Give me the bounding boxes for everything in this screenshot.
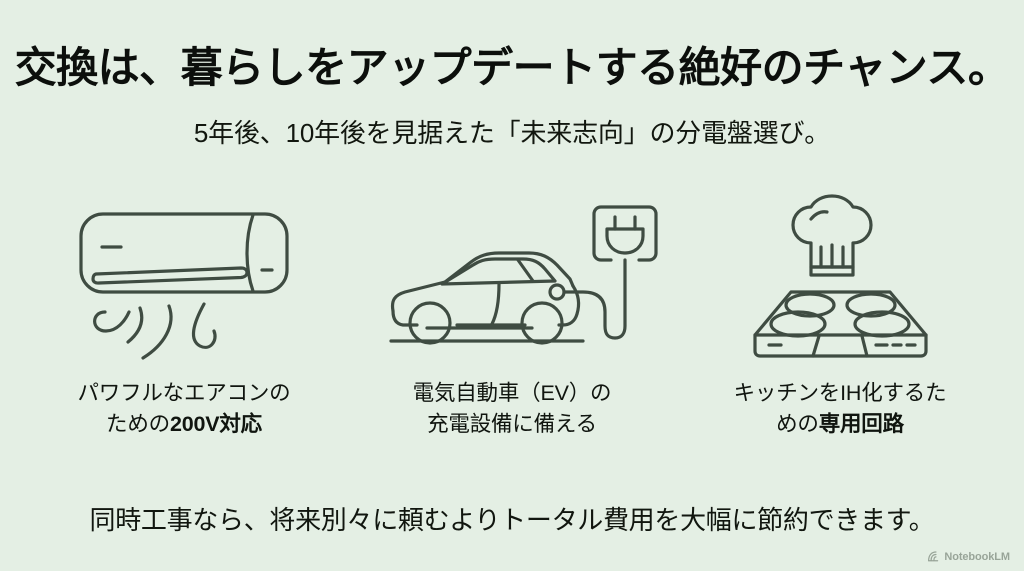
caption-line-2-normal: めの — [776, 411, 819, 436]
caption-line-1: パワフルなエアコンの — [77, 381, 291, 405]
footer-note: 同時工事なら、将来別々に頼むよりトータル費用を大幅に節約できます。 — [89, 505, 935, 535]
caption-line-2-strong: 200V対応 — [169, 411, 262, 436]
caption-line-2: ための200V対応 — [77, 409, 290, 440]
notebooklm-watermark-label: NotebookLM — [944, 550, 1010, 563]
caption-line-2: めの専用回路 — [734, 409, 947, 440]
caption-line-2-normal: ための — [106, 411, 170, 436]
notebooklm-logo-icon — [927, 550, 940, 563]
caption-line-1: キッチンをIH化するた — [733, 381, 947, 405]
caption-line-2-strong: 専用回路 — [818, 411, 904, 436]
feature-columns: パワフルなエアコンの ための200V対応 — [34, 192, 990, 462]
feature-column-induction-cooktop: キッチンをIH化するた めの専用回路 — [690, 192, 990, 439]
notebooklm-watermark: NotebookLM — [927, 550, 1010, 563]
caption-line-1: 電気自動車（EV）の — [412, 381, 612, 405]
page-subtitle: 5年後、10年後を見据えた「未来志向」の分電盤選び。 — [193, 118, 831, 148]
feature-caption-electric-vehicle: 電気自動車（EV）の 充電設備に備える — [413, 378, 612, 439]
induction-cooktop-icon — [710, 192, 970, 372]
electric-vehicle-charging-icon — [382, 192, 658, 372]
page-title: 交換は、暮らしをアップデートする絶好のチャンス。 — [14, 44, 1010, 91]
feature-caption-induction-cooktop: キッチンをIH化するた めの専用回路 — [734, 378, 947, 439]
feature-caption-air-conditioner: パワフルなエアコンの ための200V対応 — [77, 378, 290, 439]
feature-column-air-conditioner: パワフルなエアコンの ための200V対応 — [34, 192, 334, 439]
feature-column-electric-vehicle: 電気自動車（EV）の 充電設備に備える — [362, 192, 662, 439]
air-conditioner-icon — [54, 192, 314, 372]
caption-line-2: 充電設備に備える — [413, 409, 612, 440]
caption-line-2-normal: 充電設備に備える — [427, 411, 597, 436]
